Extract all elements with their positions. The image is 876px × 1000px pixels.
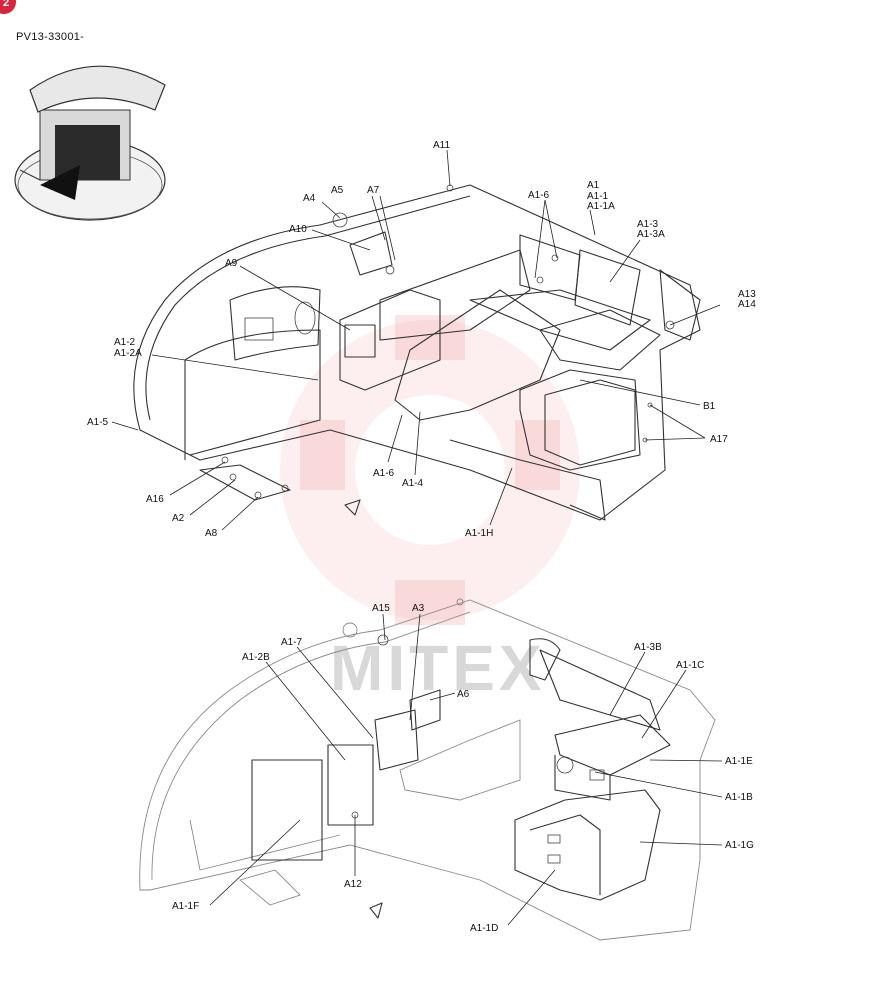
label-a1-4: A1-4 [402,478,424,489]
label-a11: A11 [433,140,450,151]
label-a1-1c: A1-1C [676,660,704,671]
label-a1-1h: A1-1H [465,528,493,539]
label-a3: A3 [412,603,425,614]
label-a7: A7 [367,185,380,196]
watermark-logo [280,315,580,625]
page-badge: 2 [0,0,16,14]
label-a1-1f: A1-1F [172,901,199,912]
lower-part-labels: A15 A3 A1-3B A1-7 A1-2B A1-1C A6 A1-1E A… [172,603,754,934]
label-a6: A6 [457,689,470,700]
label-a1-3: A1-3 [637,219,659,230]
label-a1-2: A1-2 [114,337,136,348]
label-a9: A9 [225,258,238,269]
upper-leader-lines [111,149,721,531]
upper-part-labels: A11 A1 A1-1 A1-1A A1-6 A5 A7 A4 A10 A1-3… [87,140,756,539]
label-b1: B1 [703,401,716,412]
label-a1-6-top: A1-6 [528,190,550,201]
label-a8: A8 [205,528,218,539]
watermark-text: MITEX [330,632,546,704]
lower-leader-lines [209,613,723,926]
label-a15: A15 [372,603,390,614]
label-a17: A17 [710,434,728,445]
label-a1-1d: A1-1D [470,923,498,934]
label-a1-1b: A1-1B [725,792,753,803]
label-a2: A2 [172,513,185,524]
machine-thumbnail [14,65,166,221]
label-a1-1g: A1-1G [725,840,754,851]
label-a1-2b: A1-2B [242,652,270,663]
label-a1-2a: A1-2A [114,348,142,359]
label-a13: A13 [738,289,756,300]
label-a1-3a: A1-3A [637,229,665,240]
label-a14: A14 [738,299,756,310]
lower-assembly [139,598,716,941]
label-a5: A5 [331,185,344,196]
label-a4: A4 [303,193,316,204]
label-a1-1e: A1-1E [725,756,753,767]
label-a10: A10 [289,224,307,235]
label-a1-1: A1-1 [587,191,609,202]
label-a1-6-bottom: A1-6 [373,468,395,479]
upper-assembly [133,184,701,521]
label-a1-7: A1-7 [281,637,303,648]
label-a1-1a: A1-1A [587,201,615,212]
model-code: PV13-33001- [16,31,85,43]
label-a1-3b: A1-3B [634,642,662,653]
label-a16: A16 [146,494,164,505]
label-a1: A1 [587,180,600,191]
label-a1-5: A1-5 [87,417,109,428]
label-a12: A12 [344,879,362,890]
